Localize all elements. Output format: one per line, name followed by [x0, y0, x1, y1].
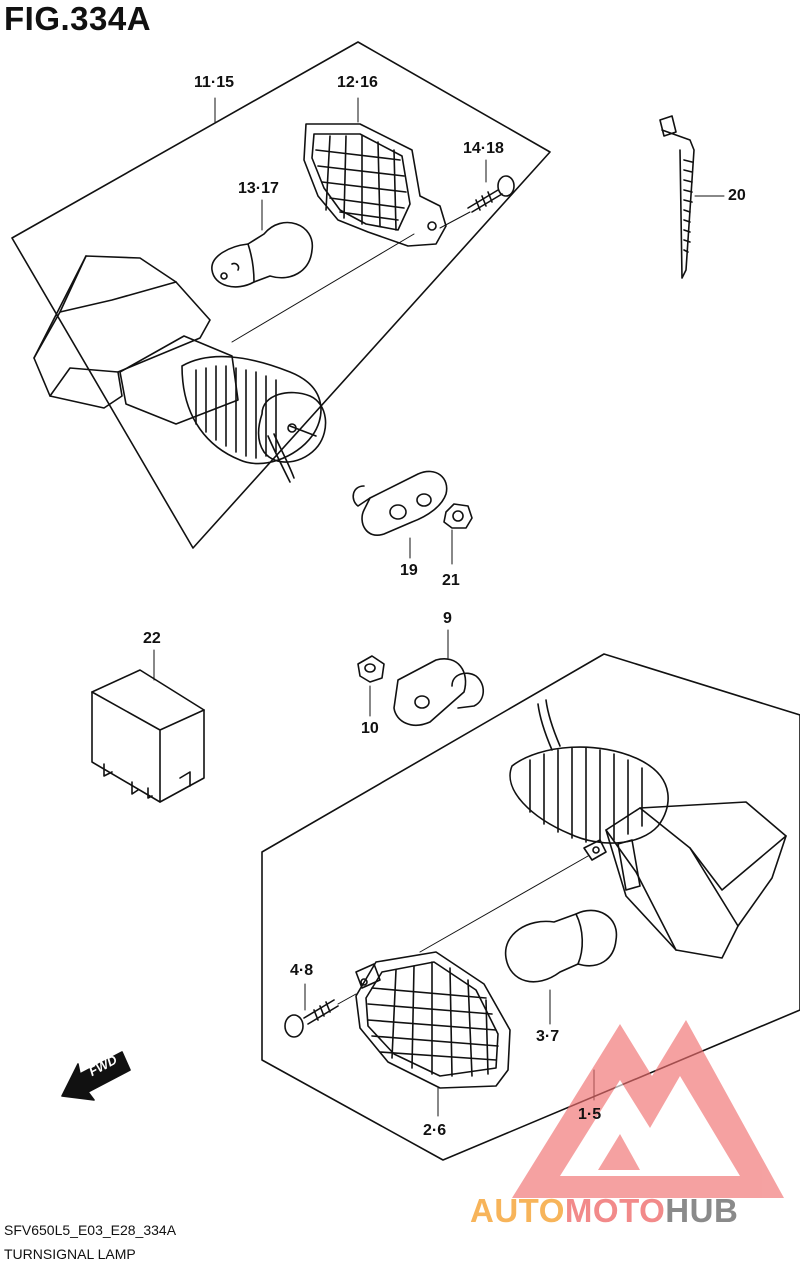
watermark-part-c: HUB	[665, 1192, 739, 1229]
lower-assembly-frame	[261, 653, 800, 1161]
model-code: SFV650L5_E03_E28_334A	[4, 1222, 177, 1238]
callout-9: 9	[443, 610, 452, 627]
callout-10: 10	[361, 720, 379, 737]
upper-assembly-frame	[11, 41, 551, 549]
callout-13-17: 13·17	[238, 180, 279, 197]
callout-1-5: 1·5	[578, 1106, 602, 1123]
upper-bulb	[211, 221, 313, 288]
callout-22: 22	[143, 630, 161, 647]
upper-housing-body	[33, 255, 327, 483]
watermark-part-b: MOTO	[564, 1192, 666, 1229]
callout-3-7: 3·7	[536, 1028, 560, 1045]
upper-gasket	[352, 470, 448, 536]
watermark-text: AUTOMOTOHUB	[470, 1192, 738, 1230]
section-name: TURNSIGNAL LAMP	[4, 1246, 136, 1262]
lower-lens	[355, 951, 511, 1089]
fwd-arrow-icon	[61, 1051, 131, 1101]
lower-housing-body	[509, 699, 787, 959]
cable-tie	[659, 115, 695, 279]
callout-12-16: 12·16	[337, 74, 378, 91]
callout-21: 21	[442, 572, 460, 589]
upper-nut	[443, 503, 473, 529]
upper-screw	[439, 175, 515, 229]
upper-lens	[303, 123, 447, 247]
callout-20: 20	[728, 187, 746, 204]
lower-gasket	[393, 658, 485, 726]
callout-2-6: 2·6	[423, 1122, 447, 1139]
callout-14-18: 14·18	[463, 140, 504, 157]
automotohub-watermark-logo	[512, 1020, 784, 1198]
figure-title: FIG.334A	[4, 0, 152, 37]
lower-screw	[284, 993, 357, 1038]
callout-11-15: 11·15	[194, 74, 235, 91]
callout-19: 19	[400, 562, 418, 579]
lower-bulb	[504, 909, 618, 983]
watermark-part-a: AUTO	[470, 1192, 565, 1229]
callout-4-8: 4·8	[290, 962, 314, 979]
turnsignal-relay	[91, 669, 205, 803]
lower-washer	[357, 655, 385, 683]
